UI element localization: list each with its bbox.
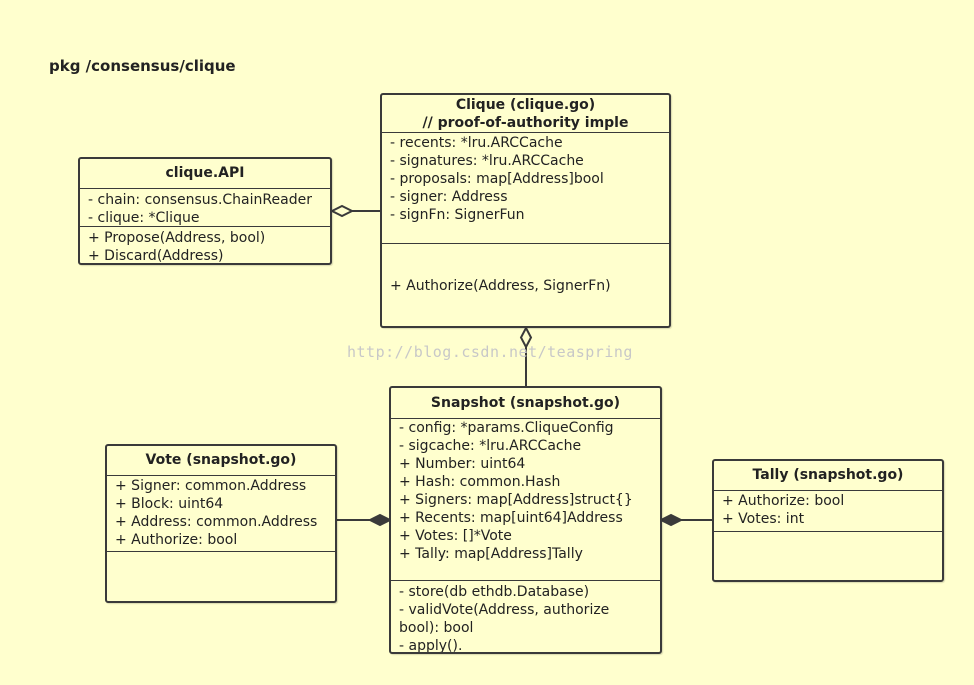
field: + Address: common.Address: [115, 514, 318, 530]
field: + Authorize: bool: [722, 493, 845, 509]
field: - proposals: map[Address]bool: [390, 171, 604, 187]
field: - signatures: *lru.ARCCache: [390, 153, 584, 169]
class-snapshot: Snapshot (snapshot.go) - config: *params…: [389, 386, 662, 654]
class-title: Clique (clique.go) // proof-of-authority…: [382, 95, 669, 133]
method: + Authorize(Address, SignerFn): [390, 278, 611, 294]
fields-section: + Authorize: bool + Votes: int: [714, 491, 942, 532]
methods-section: [714, 532, 942, 534]
method: - validVote(Address, authorize bool): bo…: [399, 602, 610, 636]
class-comment: // proof-of-authority imple: [422, 115, 629, 131]
aggregation-diamond-api: [329, 204, 355, 218]
class-clique-api: clique.API - chain: consensus.ChainReade…: [78, 157, 332, 265]
method: + Discard(Address): [88, 248, 224, 264]
method: - apply().: [399, 638, 463, 654]
field: + Votes: []*Vote: [399, 528, 512, 544]
package-title: pkg /consensus/clique: [49, 57, 236, 75]
class-title: Snapshot (snapshot.go): [391, 388, 660, 419]
class-vote: Vote (snapshot.go) + Signer: common.Addr…: [105, 444, 337, 603]
field: + Tally: map[Address]Tally: [399, 546, 583, 562]
field: - clique: *Clique: [88, 210, 200, 226]
field: + Number: uint64: [399, 456, 526, 472]
composition-diamond-vote: [367, 513, 393, 527]
methods-section: + Authorize(Address, SignerFn): [382, 244, 669, 296]
fields-section: - recents: *lru.ARCCache - signatures: *…: [382, 133, 669, 244]
field: + Recents: map[uint64]Address: [399, 510, 623, 526]
class-title: clique.API: [80, 159, 330, 189]
class-clique: Clique (clique.go) // proof-of-authority…: [380, 93, 671, 328]
fields-section: + Signer: common.Address + Block: uint64…: [107, 476, 335, 552]
field: - config: *params.CliqueConfig: [399, 420, 614, 436]
methods-section: - store(db ethdb.Database) - validVote(A…: [391, 581, 660, 654]
composition-diamond-tally: [658, 513, 684, 527]
field: + Hash: common.Hash: [399, 474, 561, 490]
methods-section: [107, 552, 335, 554]
method: - store(db ethdb.Database): [399, 584, 590, 600]
class-title: Tally (snapshot.go): [714, 461, 942, 491]
class-name: Clique (clique.go): [455, 97, 596, 113]
field: + Signers: map[Address]struct{}: [399, 492, 633, 508]
fields-section: - chain: consensus.ChainReader - clique:…: [80, 189, 330, 227]
methods-section: + Propose(Address, bool) + Discard(Addre…: [80, 227, 330, 264]
method: + Propose(Address, bool): [88, 230, 266, 246]
fields-section: - config: *params.CliqueConfig - sigcach…: [391, 419, 660, 581]
field: + Votes: int: [722, 511, 805, 527]
field: + Signer: common.Address: [115, 478, 307, 494]
field: - signer: Address: [390, 189, 508, 205]
field: - recents: *lru.ARCCache: [390, 135, 563, 151]
aggregation-diamond-clique: [519, 325, 533, 350]
field: - signFn: SignerFun: [390, 207, 525, 223]
class-tally: Tally (snapshot.go) + Authorize: bool + …: [712, 459, 944, 582]
field: + Authorize: bool: [115, 532, 238, 548]
class-title: Vote (snapshot.go): [107, 446, 335, 476]
field: + Block: uint64: [115, 496, 224, 512]
field: - chain: consensus.ChainReader: [88, 192, 312, 208]
field: - sigcache: *lru.ARCCache: [399, 438, 582, 454]
watermark: http://blog.csdn.net/teaspring: [347, 343, 633, 361]
